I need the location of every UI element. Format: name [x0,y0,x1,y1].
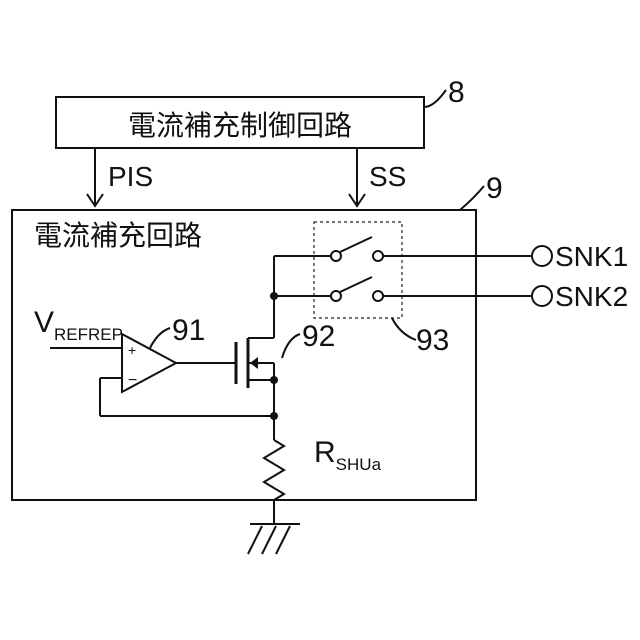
resistor-main: R [314,436,336,469]
ss-label: SS [369,161,406,192]
body-arrow [250,357,258,369]
switch-ref: 93 [416,324,449,357]
mos-leader [282,334,300,358]
switch-leader [392,318,416,340]
feedback-junction-dot [270,412,278,420]
ss-signal: SS [349,148,406,206]
vref-input: VREFREP [34,306,123,348]
supplement-circuit-box [12,210,476,500]
resistor-label: RSHUa [314,436,382,474]
switch-dashed-box [314,222,402,318]
op-amp-plus: + [128,342,136,358]
feedback-path [100,378,278,420]
drain-junction-dot [270,292,278,300]
vref-sub: REFREP [54,325,123,344]
supplement-circuit-leader [460,186,484,210]
pis-signal: PIS [87,148,153,206]
snk2-label: SNK2 [555,281,628,312]
switch1-blade [340,237,372,252]
source-junction-dot [270,376,278,384]
ground-hatch-1 [248,526,262,554]
control-circuit-block: 電流補充制御回路 8 [56,76,465,148]
op-amp-leader [150,328,170,348]
pis-label: PIS [108,161,153,192]
switch1-left-contact [331,251,341,261]
op-amp-minus: − [128,372,137,389]
mos-ref: 92 [302,320,335,353]
terminal-snk1: SNK1 [532,241,628,272]
resistor-sub: SHUa [336,455,382,474]
supplement-circuit-title: 電流補充回路 [34,219,202,252]
ground-hatch-2 [262,526,276,554]
vref-label: VREFREP [34,306,123,344]
control-circuit-ref: 8 [448,76,465,109]
snk2-terminal-circle [532,286,552,306]
supplement-circuit-ref: 9 [486,172,503,205]
snk1-label: SNK1 [555,241,628,272]
resistor-zigzag [264,440,284,524]
control-circuit-title: 電流補充制御回路 [128,109,352,142]
mos-transistor: 92 [236,320,335,440]
vref-main: V [34,306,54,339]
switch2-right-contact [373,291,383,301]
op-amp: + − 91 [122,314,205,392]
op-amp-ref: 91 [172,314,205,347]
snk1-terminal-circle [532,246,552,266]
ground-hatch-3 [276,526,290,554]
switch2-left-contact [331,291,341,301]
ground-symbol [248,524,300,554]
terminal-snk2: SNK2 [532,281,628,312]
switch2-blade [340,277,372,292]
switch1-right-contact [373,251,383,261]
control-circuit-leader [424,90,446,107]
shunt-resistor: RSHUa [264,436,382,524]
